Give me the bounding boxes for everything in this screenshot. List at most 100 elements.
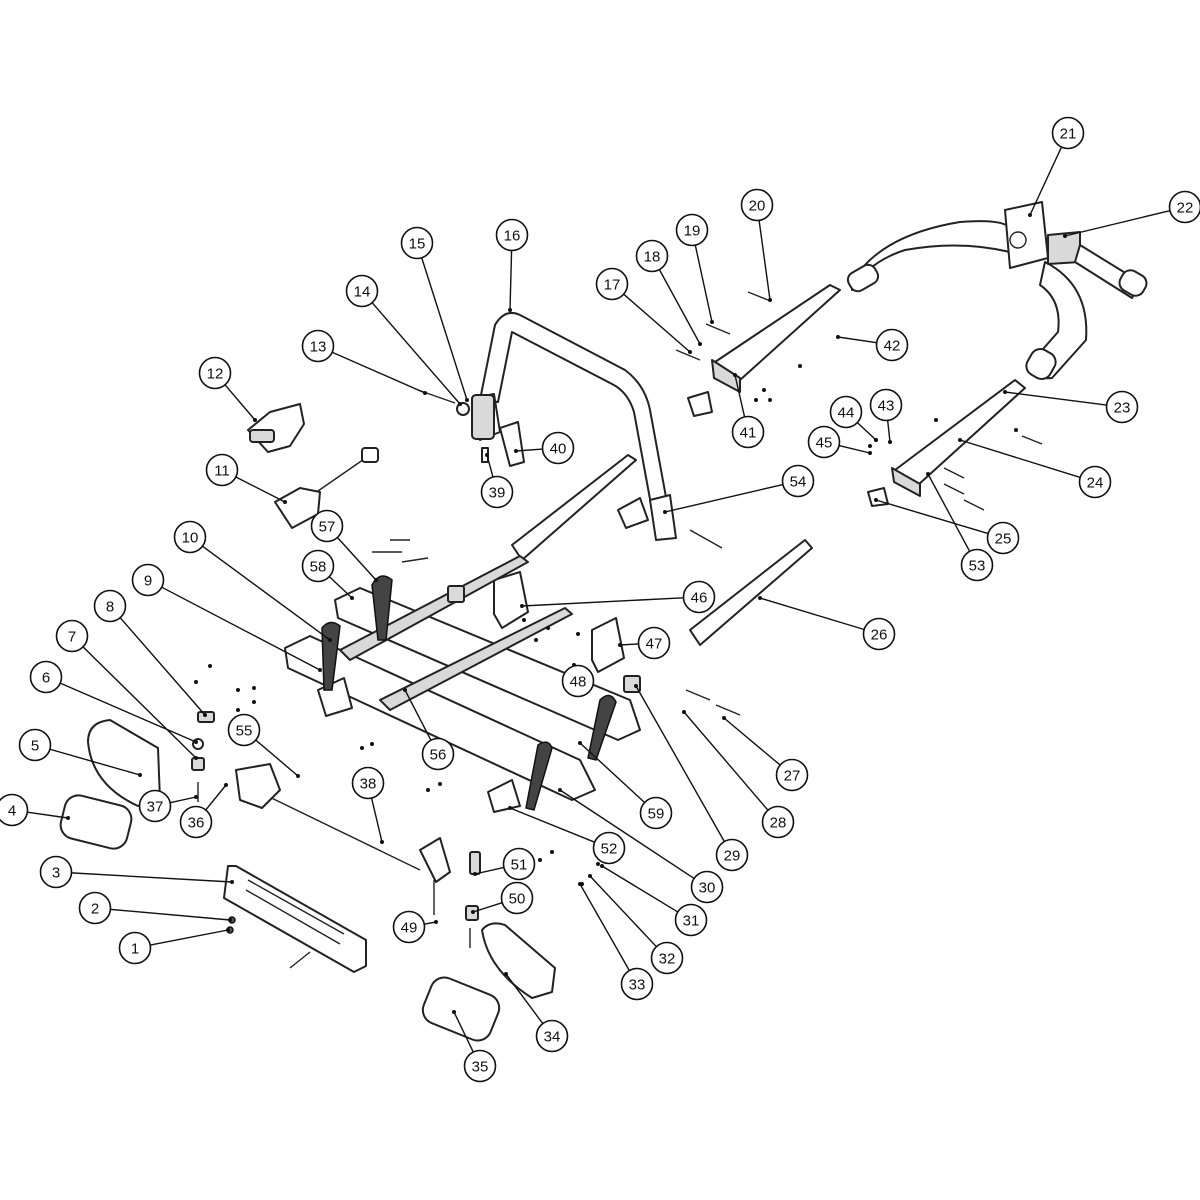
callout-16: 16 bbox=[495, 218, 529, 252]
callout-5: 5 bbox=[18, 728, 52, 762]
callout-circle bbox=[310, 509, 344, 543]
callout-number: 23 bbox=[1114, 400, 1131, 417]
leader-end-51 bbox=[473, 872, 477, 876]
lamp-lens-4 bbox=[59, 794, 133, 850]
callout-7: 7 bbox=[55, 619, 89, 653]
leader-end-19 bbox=[710, 320, 714, 324]
callout-circle bbox=[541, 431, 575, 465]
leader-end-2 bbox=[228, 918, 232, 922]
callout-circle bbox=[862, 617, 896, 651]
leader-line-33 bbox=[579, 883, 630, 971]
leader-end-14 bbox=[458, 402, 462, 406]
leader-line-25 bbox=[875, 499, 989, 535]
callout-circle bbox=[138, 789, 172, 823]
leader-line-40 bbox=[515, 448, 543, 452]
leader-end-7 bbox=[194, 756, 198, 760]
leader-end-28 bbox=[682, 710, 686, 714]
leader-line-51 bbox=[474, 866, 505, 875]
callout-number: 15 bbox=[409, 236, 426, 253]
callout-58: 58 bbox=[301, 549, 335, 583]
frame-holder-arm-11 bbox=[274, 447, 379, 529]
callout-circle bbox=[775, 758, 809, 792]
leader-end-16 bbox=[508, 308, 512, 312]
leader-line-36 bbox=[205, 784, 227, 811]
leader-end-45 bbox=[868, 451, 872, 455]
callout-number: 58 bbox=[310, 559, 327, 576]
leader-line-12 bbox=[224, 384, 256, 421]
clamp-head-12 bbox=[247, 403, 305, 453]
callout-circle bbox=[620, 967, 654, 1001]
leader-line-13 bbox=[331, 351, 426, 394]
leader-line-17 bbox=[623, 293, 691, 353]
leader-line-7 bbox=[82, 646, 197, 759]
leader-end-23 bbox=[1003, 390, 1007, 394]
callout-number: 25 bbox=[995, 531, 1012, 548]
callout-number: 44 bbox=[838, 405, 855, 422]
callout-number: 9 bbox=[144, 573, 152, 590]
callout-36: 36 bbox=[179, 805, 213, 839]
callout-circle bbox=[301, 549, 335, 583]
callout-48: 48 bbox=[561, 664, 595, 698]
callout-number: 35 bbox=[472, 1059, 489, 1076]
callout-number: 12 bbox=[207, 366, 224, 383]
callout-35: 35 bbox=[463, 1049, 497, 1083]
leader-line-14 bbox=[371, 302, 461, 405]
callout-number: 30 bbox=[699, 880, 716, 897]
leader-end-9 bbox=[318, 668, 322, 672]
callout-number: 56 bbox=[430, 747, 447, 764]
callout-55: 55 bbox=[227, 713, 261, 747]
callout-number: 47 bbox=[646, 636, 663, 653]
leader-line-2 bbox=[110, 908, 231, 921]
leader-end-18 bbox=[698, 342, 702, 346]
callout-number: 31 bbox=[683, 913, 700, 930]
callout-circle bbox=[301, 329, 335, 363]
callout-number: 43 bbox=[878, 398, 895, 415]
leader-line-1 bbox=[150, 929, 229, 946]
callout-number: 24 bbox=[1087, 475, 1104, 492]
callout-37: 37 bbox=[138, 789, 172, 823]
callout-number: 36 bbox=[188, 815, 205, 832]
callout-number: 6 bbox=[42, 670, 50, 687]
leader-end-29 bbox=[634, 684, 638, 688]
callout-14: 14 bbox=[345, 274, 379, 308]
callout-circle bbox=[674, 903, 708, 937]
callout-circle bbox=[463, 1049, 497, 1083]
callout-52: 52 bbox=[592, 831, 626, 865]
callout-24: 24 bbox=[1078, 465, 1112, 499]
leader-line-21 bbox=[1029, 146, 1063, 216]
leader-end-55 bbox=[296, 774, 300, 778]
leader-line-26 bbox=[759, 597, 865, 631]
callout-26: 26 bbox=[862, 617, 896, 651]
leader-line-24 bbox=[959, 439, 1081, 479]
callout-number: 3 bbox=[52, 865, 60, 882]
callout-number: 50 bbox=[509, 891, 526, 908]
leader-end-22 bbox=[1063, 234, 1067, 238]
callout-circle bbox=[650, 941, 684, 975]
callout-number: 55 bbox=[236, 723, 253, 740]
leader-line-16 bbox=[509, 250, 513, 311]
leader-line-34 bbox=[505, 973, 544, 1024]
leader-line-55 bbox=[255, 739, 299, 777]
callout-45: 45 bbox=[807, 425, 841, 459]
leader-line-59 bbox=[579, 742, 646, 804]
bracket-46 bbox=[493, 571, 529, 629]
handle-bar-frame bbox=[846, 201, 1148, 380]
leader-end-54 bbox=[663, 510, 667, 514]
callout-47: 47 bbox=[637, 626, 671, 660]
callout-11: 11 bbox=[205, 453, 239, 487]
lamp-housing-34 bbox=[481, 922, 556, 999]
leader-end-20 bbox=[768, 298, 772, 302]
callout-number: 17 bbox=[604, 277, 621, 294]
leader-end-5 bbox=[138, 773, 142, 777]
leader-line-32 bbox=[589, 875, 657, 948]
callout-circle bbox=[761, 805, 795, 839]
leader-end-11 bbox=[283, 500, 287, 504]
leader-end-4 bbox=[66, 816, 70, 820]
callout-18: 18 bbox=[635, 239, 669, 273]
leader-end-42 bbox=[836, 335, 840, 339]
callout-number: 27 bbox=[784, 768, 801, 785]
callout-circle bbox=[1078, 465, 1112, 499]
leader-line-52 bbox=[509, 807, 595, 843]
leader-line-58 bbox=[328, 576, 353, 599]
